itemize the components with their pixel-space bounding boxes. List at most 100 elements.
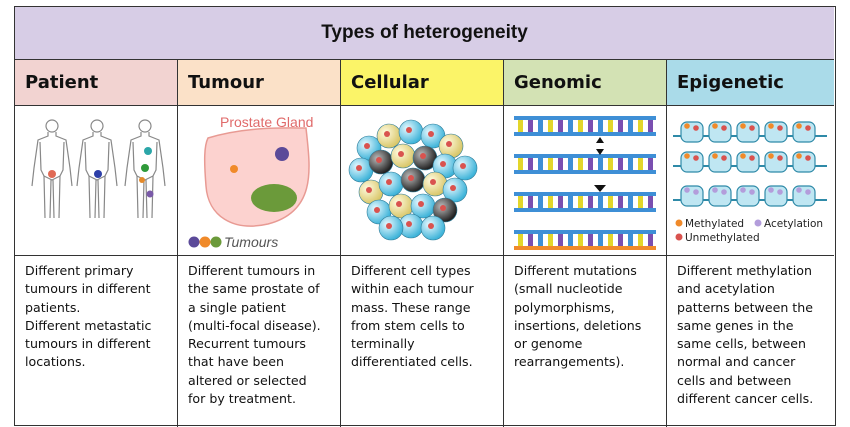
cell-nucleus-icon <box>386 223 392 229</box>
mark-icon <box>796 123 802 129</box>
cell-nucleus-icon <box>384 131 390 137</box>
base-pair <box>638 234 643 246</box>
mark-icon <box>712 153 718 159</box>
tumour-dot <box>146 190 154 198</box>
base-pair <box>638 196 643 208</box>
methylated-legend-icon <box>675 219 683 227</box>
base-pair <box>618 158 623 170</box>
base-pair <box>528 234 533 246</box>
acetylation-legend-icon <box>754 219 762 227</box>
base-pair <box>618 120 623 132</box>
cell-nucleus-icon <box>446 141 452 147</box>
cell-nucleus-icon <box>386 179 392 185</box>
base-pair <box>588 196 593 208</box>
column-patient: Patient <box>15 60 178 427</box>
cell-nucleus-icon <box>408 175 414 181</box>
dna-strand <box>514 246 656 250</box>
cell-nucleus-icon <box>398 151 404 157</box>
nucleosome-icon <box>736 151 760 173</box>
genomic-figure <box>504 106 666 256</box>
dna-strand <box>514 192 656 196</box>
column-epigenetic: Epigenetic Methylated Acetylation Unmeth… <box>667 60 834 427</box>
base-pair <box>558 120 563 132</box>
heterogeneity-table: Types of heterogeneity Patient <box>14 6 836 427</box>
mark-icon <box>768 153 774 159</box>
cell-nucleus-icon <box>450 185 456 191</box>
nucleosome-icon <box>708 121 732 143</box>
base-pair <box>598 120 603 132</box>
base-pair <box>578 120 583 132</box>
base-pair <box>558 234 563 246</box>
mark-icon <box>712 187 718 193</box>
mark-icon <box>740 153 746 159</box>
prostate-gland-label: Prostate Gland <box>220 114 313 130</box>
mark-icon <box>740 123 746 129</box>
base-pair <box>568 120 573 132</box>
acetylation-legend-label: Acetylation <box>764 218 823 230</box>
cell-nucleus-icon <box>366 187 372 193</box>
mark-icon <box>684 153 690 159</box>
dna-strand <box>514 132 656 136</box>
mark-icon <box>749 189 755 195</box>
prostate-gland-illustration: Prostate Gland Tumours <box>188 114 313 250</box>
mark-icon <box>768 123 774 129</box>
base-pair <box>518 196 523 208</box>
mark-icon <box>693 125 699 131</box>
base-pair <box>578 234 583 246</box>
nucleosome-icon <box>764 151 788 173</box>
nucleosome-icon <box>792 121 816 143</box>
mark-icon <box>749 155 755 161</box>
base-pair <box>548 196 553 208</box>
epigenetic-description: Different methylation and acetylation pa… <box>677 263 814 407</box>
base-pair <box>608 234 613 246</box>
tumour-dot <box>144 147 152 155</box>
arrow-icon <box>596 137 604 155</box>
cell-nucleus-icon <box>440 161 446 167</box>
cell-nucleus-icon <box>374 207 380 213</box>
dna-strand <box>514 116 656 120</box>
base-pair <box>568 196 573 208</box>
nucleosome-icon <box>792 185 816 207</box>
column-heading-genomic: Genomic <box>504 60 666 106</box>
cellular-description: Different cell types within each tumour … <box>351 263 474 370</box>
mark-icon <box>796 153 802 159</box>
dna-strand <box>514 230 656 234</box>
base-pair <box>538 120 543 132</box>
base-pair <box>608 120 613 132</box>
epigenetic-figure: Methylated Acetylation Unmethylated <box>667 106 834 256</box>
dna-strand <box>514 170 656 174</box>
base-pair <box>638 158 643 170</box>
mark-icon <box>777 155 783 161</box>
base-pair <box>628 196 633 208</box>
column-cellular: Cellular Different cell types <box>341 60 504 427</box>
mark-icon <box>768 187 774 193</box>
nucleosome-icon <box>736 121 760 143</box>
cell-nucleus-icon <box>418 201 424 207</box>
mark-icon <box>740 187 746 193</box>
cell-cluster-illustration <box>348 119 478 241</box>
cell-nucleus-icon <box>428 223 434 229</box>
tumour-dot <box>48 170 56 178</box>
nucleosome-icon <box>736 185 760 207</box>
base-pair <box>618 234 623 246</box>
base-pair <box>538 196 543 208</box>
tumours-label: Tumours <box>224 234 278 250</box>
base-pair <box>618 196 623 208</box>
genomic-description: Different mutations (small nucleotide po… <box>514 263 642 370</box>
column-heading-cellular: Cellular <box>341 60 503 106</box>
base-pair <box>648 120 653 132</box>
base-pair <box>648 234 653 246</box>
cell-nucleus-icon <box>420 153 426 159</box>
base-pair <box>588 158 593 170</box>
arrow-down-icon <box>594 185 606 192</box>
nucleosome-icon <box>708 151 732 173</box>
column-genomic: Genomic Different mutations (small nucle… <box>504 60 667 427</box>
cell-nucleus-icon <box>356 165 362 171</box>
base-pair <box>648 158 653 170</box>
base-pair <box>628 234 633 246</box>
base-pair <box>648 196 653 208</box>
tumour-dot <box>139 177 145 183</box>
cell-nucleus-icon <box>364 143 370 149</box>
base-pair <box>518 120 523 132</box>
column-heading-tumour: Tumour <box>178 60 340 106</box>
